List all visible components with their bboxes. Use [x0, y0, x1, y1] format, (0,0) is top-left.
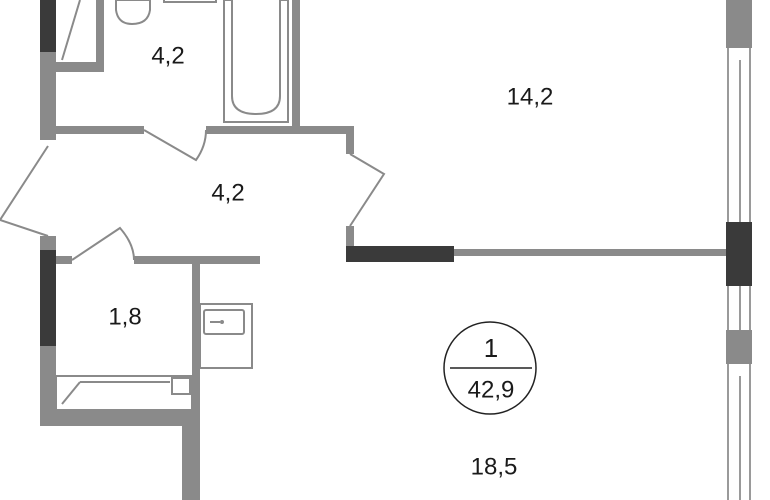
walls: [40, 0, 752, 500]
storage-box: [171, 377, 191, 395]
windows: [727, 48, 751, 500]
badge-total-area: 42,9: [468, 376, 515, 403]
closet-diagonal-top: [61, 0, 81, 61]
kitchen-sink-drain: [220, 320, 224, 324]
wall-bath-room: [292, 0, 300, 130]
wall-right-top: [726, 0, 752, 48]
area-wardrobe: 1,8: [108, 303, 141, 330]
wall-left-upper-column: [40, 0, 56, 52]
badge-rooms-count: 1: [484, 333, 498, 363]
partition-light: [454, 249, 726, 256]
hall-door-right: [349, 153, 386, 227]
wall-wardrobe-main: [192, 264, 200, 414]
wall-hall-right-lower: [346, 226, 354, 246]
wall-bottom-left: [40, 410, 200, 426]
wall-bottom-stub: [182, 410, 200, 500]
wall-hall-wardrobe-right: [134, 256, 260, 264]
fixtures: [55, 0, 289, 411]
entrance-door: [0, 145, 49, 237]
area-room-main: 18,5: [471, 453, 518, 480]
doors: [0, 129, 386, 261]
wall-left-lower-column: [40, 250, 56, 346]
bathtub-inner: [231, 0, 281, 116]
area-room-top: 14,2: [507, 83, 554, 110]
wall-top-closet-side: [96, 0, 104, 72]
area-bathroom: 4,2: [151, 42, 184, 69]
wall-right-column: [726, 222, 752, 286]
wardrobe-door: [71, 226, 135, 261]
partition-dark: [346, 246, 454, 262]
wall-bath-hall-left: [56, 126, 144, 134]
wall-bath-hall-right: [206, 126, 354, 134]
area-labels: 4,2 14,2 4,2 1,8 18,5: [108, 42, 553, 480]
area-hallway: 4,2: [211, 179, 244, 206]
bathroom-door: [143, 129, 207, 162]
wall-top-closet-bottom: [56, 62, 96, 72]
storage-diagonal: [61, 381, 81, 405]
wall-hall-right-upper: [346, 126, 354, 154]
toilet-fixture: [115, 0, 151, 26]
bath-sink-fixture: [163, 0, 217, 3]
wall-right-mid: [726, 330, 752, 364]
wall-hall-wardrobe-left: [56, 256, 72, 264]
apartment-badge: 1 42,9: [443, 321, 537, 415]
